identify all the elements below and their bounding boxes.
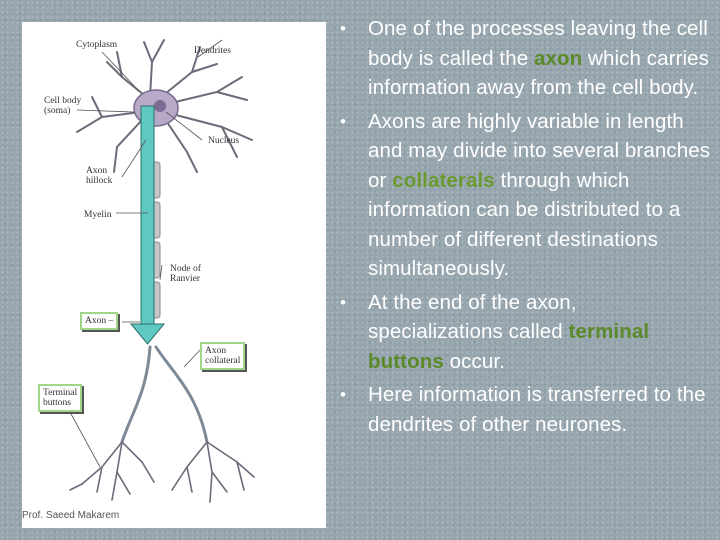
bullet-2-text-b: through which information can be distrib…: [368, 168, 681, 281]
label-dendrites: Dendrites: [194, 46, 231, 56]
bullet-3: • At the end of the axon, specialization…: [336, 288, 712, 377]
label-axon-collateral-1: Axon: [205, 346, 227, 356]
label-axon: Axon: [85, 316, 107, 326]
bullet-3-text-a: At the end of the axon, specializations …: [368, 290, 577, 344]
label-cytoplasm: Cytoplasm: [76, 40, 118, 50]
label-node-of: Node of: [170, 264, 201, 274]
label-axon-box: Axon –: [80, 312, 119, 330]
bullet-2-text-a: Axons are highly variable in length and …: [368, 109, 711, 192]
bullet-3-highlight: terminal buttons: [368, 320, 650, 373]
bullet-4-text-a: Here information is transferred to the d…: [368, 383, 706, 436]
bullet-2: • Axons are highly variable in length an…: [336, 107, 712, 284]
label-axon-collateral-box: Axon collateral: [200, 342, 246, 370]
bullet-3-text-b: occur.: [443, 349, 505, 373]
bullet-dot: •: [340, 292, 347, 312]
label-myelin: Myelin: [84, 210, 112, 220]
bullet-dot: •: [340, 385, 347, 404]
bullet-1-text-a: One of the processes leaving the cell bo…: [368, 17, 708, 70]
bullet-1-text-b: which carries information away from the …: [368, 46, 709, 100]
bullet-dot: •: [340, 111, 347, 131]
bullet-list: • One of the processes leaving the cell …: [336, 14, 712, 443]
bullet-1: • One of the processes leaving the cell …: [336, 14, 712, 103]
label-axon-collateral-2: collateral: [205, 356, 241, 366]
label-soma: (soma): [44, 106, 71, 116]
bullet-dot: •: [340, 19, 347, 38]
label-axon-hillock-2: hillock: [86, 176, 113, 186]
label-terminal: Terminal: [43, 388, 78, 398]
label-buttons: buttons: [43, 398, 71, 408]
bullet-1-highlight: axon: [534, 46, 583, 70]
label-nucleus: Nucleus: [208, 136, 240, 146]
neuron-diagram: Cytoplasm Dendrites Cell body (soma) Nuc…: [22, 22, 326, 528]
label-ranvier: Ranvier: [170, 274, 201, 284]
label-axon-hillock-1: Axon: [86, 166, 108, 176]
label-terminal-buttons-box: Terminal buttons: [38, 384, 83, 412]
neuron-illustration: [69, 39, 255, 503]
label-cell-body: Cell body: [44, 96, 82, 106]
bullet-2-highlight: collaterals: [392, 168, 495, 192]
author-credit: Prof. Saeed Makarem: [22, 510, 120, 521]
bullet-4: • Here information is transferred to the…: [336, 380, 712, 439]
